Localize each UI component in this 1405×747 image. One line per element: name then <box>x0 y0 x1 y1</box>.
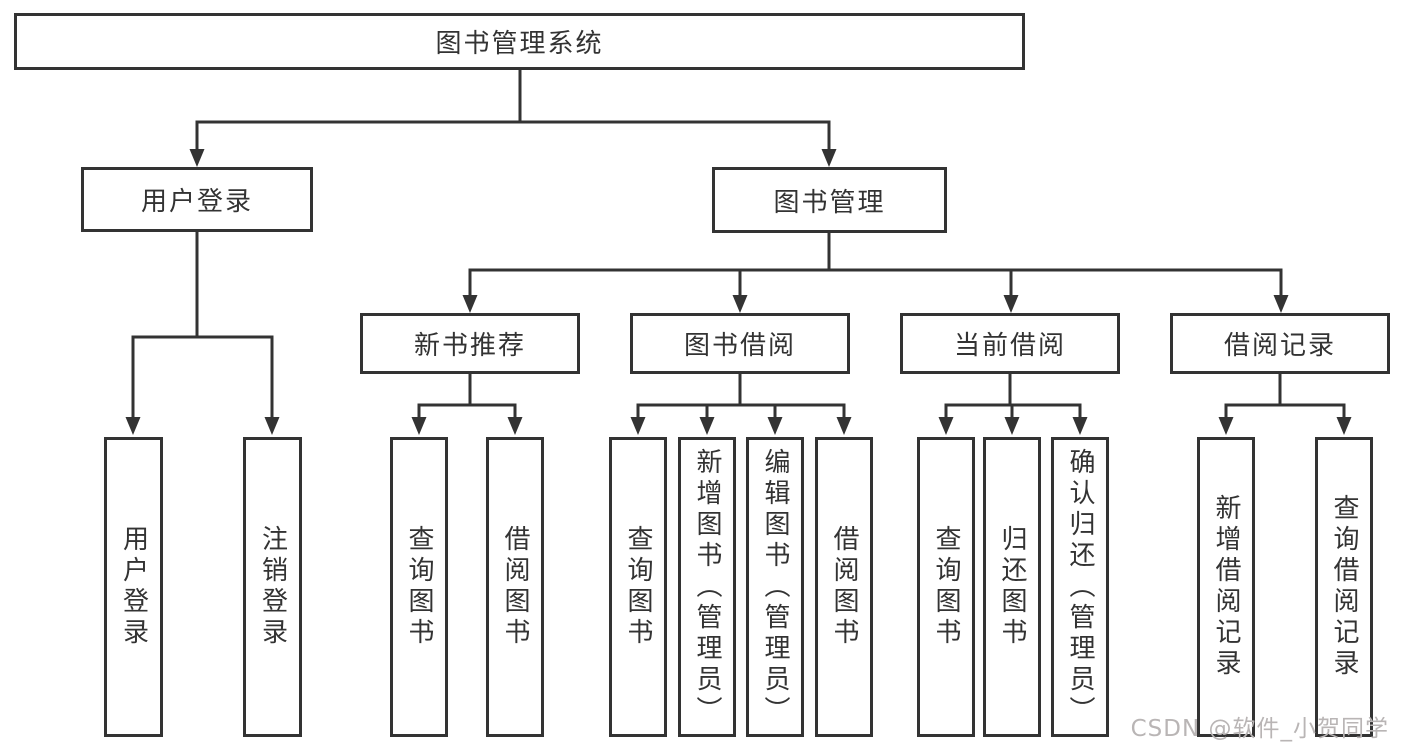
watermark: CSDN @软件_小贺同学 <box>1130 716 1389 742</box>
node-label: 新增借阅记录 <box>1211 494 1241 680</box>
node-label: 借阅图书 <box>829 525 859 649</box>
node-label: 图书借阅 <box>683 331 796 361</box>
leaf-confirm-return-admin: 确认归还（管理员） <box>1051 437 1109 737</box>
node-label: 当前借阅 <box>953 331 1066 361</box>
node-new-book-recommend: 新书推荐 <box>360 313 580 374</box>
node-label: 确认归还（管理员） <box>1065 447 1095 727</box>
leaf-borrow-books-1: 借阅图书 <box>486 437 544 737</box>
node-borrow-records: 借阅记录 <box>1170 313 1390 374</box>
node-book-management: 图书管理 <box>712 167 947 233</box>
node-label: 注销登录 <box>257 525 288 649</box>
leaf-query-books-1: 查询图书 <box>390 437 448 737</box>
node-current-borrow: 当前借阅 <box>900 313 1120 374</box>
node-label: 查询图书 <box>623 525 653 649</box>
node-label: 图书管理 <box>773 187 886 218</box>
leaf-query-books-2: 查询图书 <box>609 437 667 737</box>
node-label: 用户登录 <box>118 525 149 649</box>
node-label: 查询图书 <box>404 525 434 649</box>
node-label: 用户登录 <box>140 187 253 217</box>
node-book-borrow: 图书借阅 <box>630 313 850 374</box>
node-label: 新增图书（管理员） <box>692 447 722 727</box>
node-library-system: 图书管理系统 <box>14 13 1025 70</box>
leaf-query-books-3: 查询图书 <box>917 437 975 737</box>
leaf-user-login: 用户登录 <box>104 437 163 737</box>
node-label: 归还图书 <box>997 525 1027 649</box>
leaf-query-borrow-record: 查询借阅记录 <box>1315 437 1373 737</box>
leaf-add-book-admin: 新增图书（管理员） <box>678 437 736 737</box>
leaf-edit-book-admin: 编辑图书（管理员） <box>746 437 804 737</box>
node-label: 编辑图书（管理员） <box>760 447 790 727</box>
leaf-borrow-books-2: 借阅图书 <box>815 437 873 737</box>
node-label: 查询图书 <box>931 525 961 649</box>
node-label: 借阅记录 <box>1223 331 1336 361</box>
node-user-login: 用户登录 <box>81 167 313 232</box>
node-label: 借阅图书 <box>500 525 530 649</box>
leaf-logout: 注销登录 <box>243 437 302 737</box>
node-label: 新书推荐 <box>413 331 526 361</box>
node-label: 查询借阅记录 <box>1329 494 1359 680</box>
leaf-add-borrow-record: 新增借阅记录 <box>1197 437 1255 737</box>
node-label: 图书管理系统 <box>435 29 604 59</box>
leaf-return-books: 归还图书 <box>983 437 1041 737</box>
